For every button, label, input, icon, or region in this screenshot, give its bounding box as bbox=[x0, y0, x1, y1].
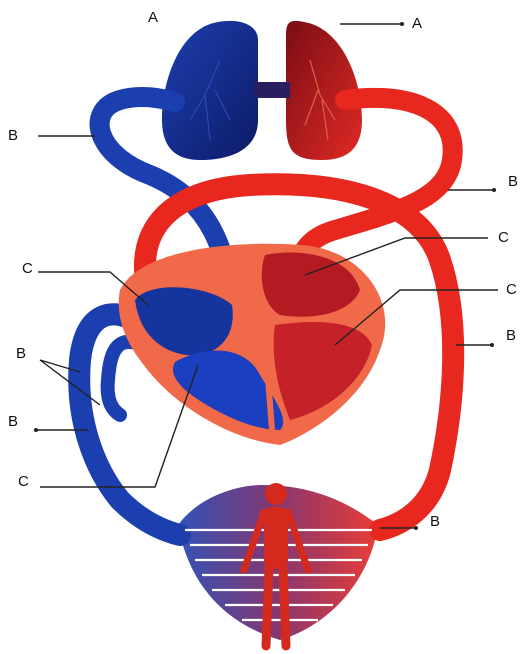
heart bbox=[119, 244, 386, 445]
lung-bridge bbox=[254, 82, 290, 98]
figure-torso bbox=[264, 507, 288, 569]
label-c-middle-right: C bbox=[506, 281, 517, 298]
label-b-bottom-right: B bbox=[430, 513, 440, 530]
dot-b-upper-right bbox=[492, 188, 496, 192]
label-b-left-pair: B bbox=[16, 345, 26, 362]
label-c-upper-left: C bbox=[22, 260, 33, 277]
dot-a-right bbox=[400, 22, 404, 26]
label-b-lower-left: B bbox=[8, 413, 18, 430]
lungs bbox=[162, 21, 362, 160]
label-a-right: A bbox=[412, 15, 422, 32]
label-a-left: A bbox=[148, 9, 158, 26]
dot-b-lower-left bbox=[34, 428, 38, 432]
label-c-upper-right: C bbox=[498, 229, 509, 246]
figure-head bbox=[265, 483, 287, 505]
label-c-lower-left: C bbox=[18, 473, 29, 490]
dot-b-middle-right bbox=[490, 343, 494, 347]
label-b-upper-right: B bbox=[508, 173, 518, 190]
label-b-middle-right: B bbox=[506, 327, 516, 344]
label-b-upper-left: B bbox=[8, 127, 18, 144]
left-ventricle bbox=[274, 322, 372, 420]
dot-b-bottom-right bbox=[414, 526, 418, 530]
